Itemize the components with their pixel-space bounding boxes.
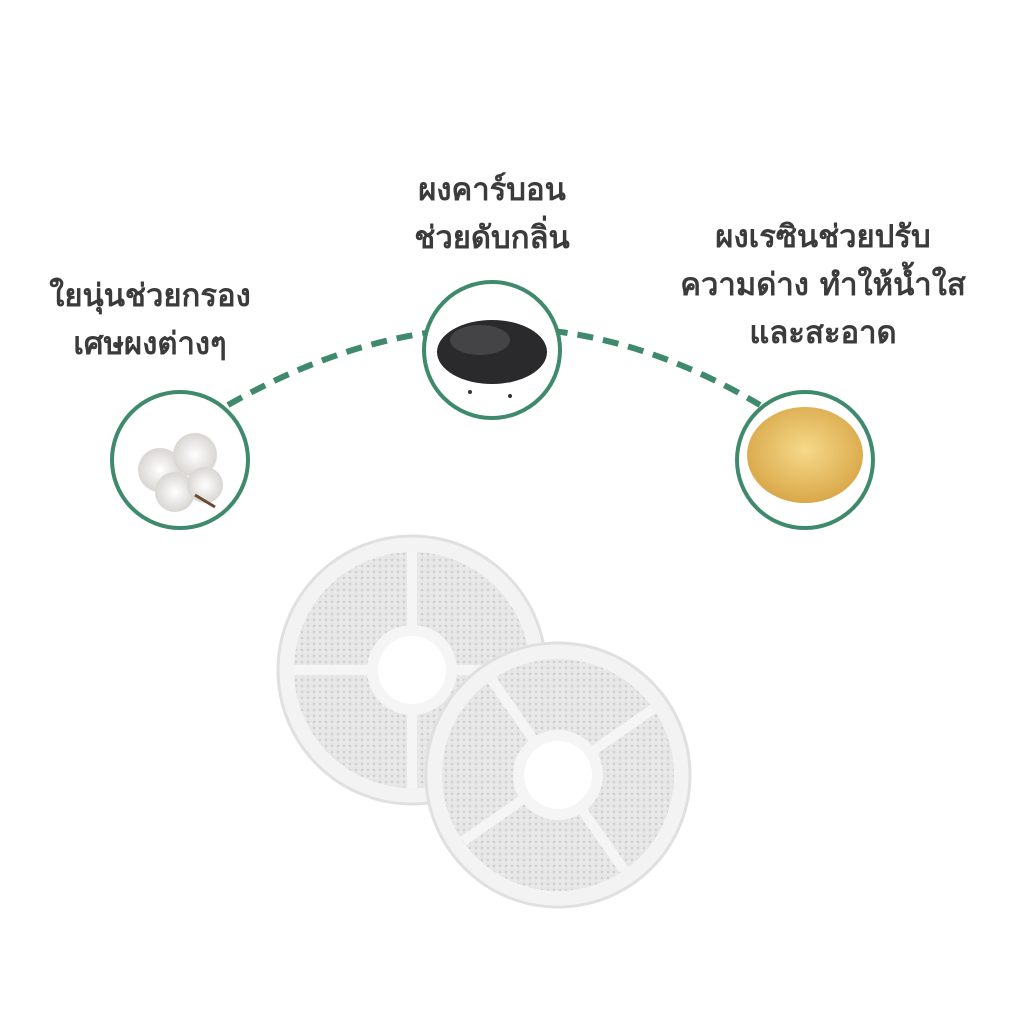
resin-beads-icon bbox=[735, 390, 875, 530]
carbon-label-line: ผงคาร์บอน bbox=[418, 172, 566, 208]
cotton-icon bbox=[110, 390, 250, 530]
dashed-connector bbox=[226, 324, 762, 408]
resin-label: ผงเรซินช่วยปรับ ความด่าง ทำให้น้ำใส และส… bbox=[663, 213, 983, 357]
cotton-label: ใยนุ่นช่วยกรอง เศษผงต่างๆ bbox=[10, 272, 290, 368]
cotton-label-line: ใยนุ่นช่วยกรอง bbox=[49, 278, 251, 314]
cotton-label-line: เศษผงต่างๆ bbox=[73, 326, 227, 362]
resin-label-line: และสะอาด bbox=[749, 315, 897, 351]
carbon-label: ผงคาร์บอน ช่วยดับกลิ่น bbox=[352, 166, 632, 262]
resin-label-line: ผงเรซินช่วยปรับ bbox=[715, 219, 931, 255]
filter-cartridge-front bbox=[424, 641, 692, 909]
resin-label-line: ความด่าง ทำให้น้ำใส bbox=[680, 267, 966, 303]
carbon-label-line: ช่วยดับกลิ่น bbox=[414, 220, 570, 256]
activated-carbon-icon bbox=[422, 280, 562, 420]
